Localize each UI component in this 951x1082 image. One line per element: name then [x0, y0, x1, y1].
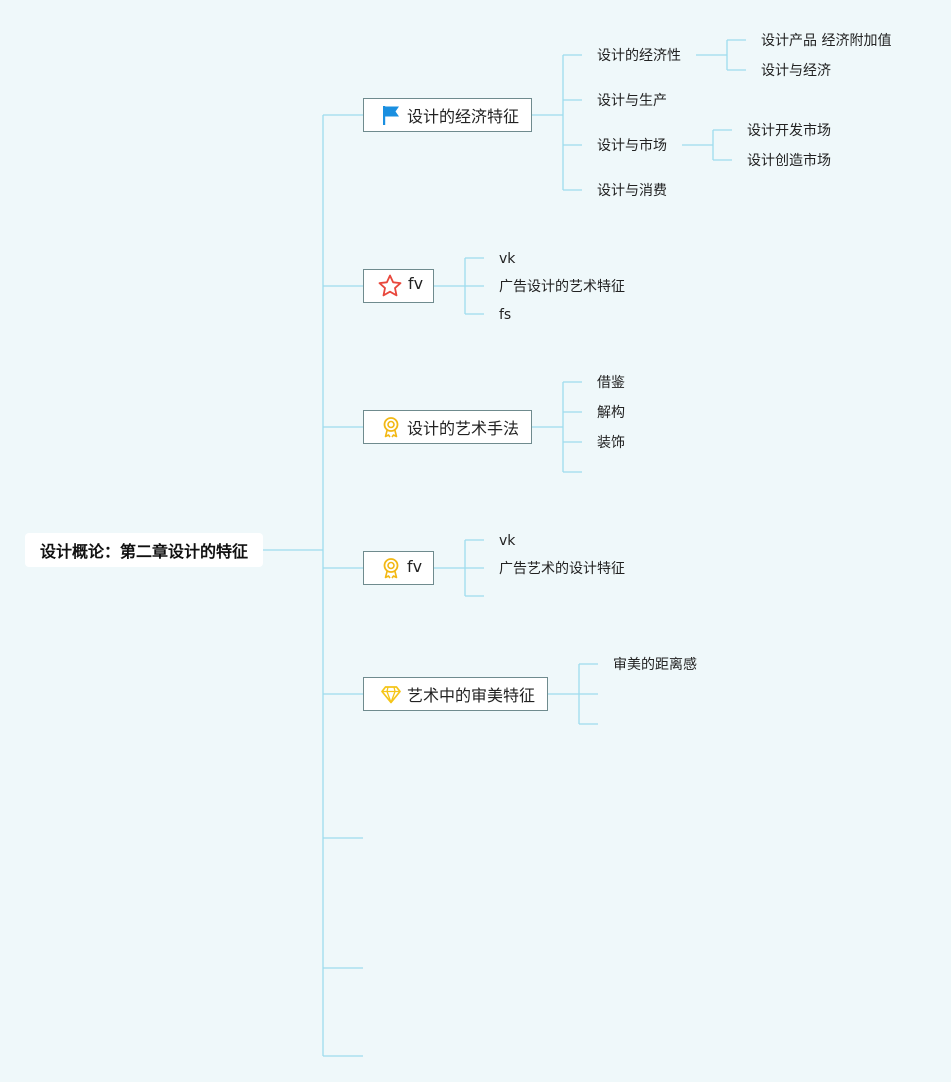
subtopic-ad-design-features[interactable]: 广告艺术的设计特征: [499, 561, 625, 577]
subtopic-consumption[interactable]: 设计与消费: [597, 183, 667, 199]
topic-aesthetic-features[interactable]: 艺术中的审美特征: [363, 677, 548, 711]
topic-label: fv: [408, 273, 424, 293]
subtopic-fs[interactable]: fs: [499, 307, 512, 323]
blue-flag-icon: [380, 104, 402, 126]
topic-fv-medal[interactable]: fv: [363, 551, 434, 585]
subtopic-vk[interactable]: vk: [499, 251, 516, 267]
subtopic-decorate[interactable]: 装饰: [597, 435, 625, 451]
topic-economic-features[interactable]: 设计的经济特征: [363, 98, 532, 132]
subtopic-ad-art-features[interactable]: 广告设计的艺术特征: [499, 279, 625, 295]
topic-label: 设计的经济特征: [407, 107, 520, 126]
subtopic-market[interactable]: 设计与市场: [597, 138, 667, 154]
subtopic-economy[interactable]: 设计的经济性: [597, 48, 681, 64]
red-star-icon: [377, 273, 403, 299]
subtopic-production[interactable]: 设计与生产: [597, 93, 667, 109]
topic-label: fv: [407, 556, 423, 576]
diamond-icon: [380, 683, 402, 705]
subtopic-create-market[interactable]: 设计创造市场: [747, 153, 831, 169]
subtopic-develop-market[interactable]: 设计开发市场: [747, 123, 831, 139]
subtopic-vk[interactable]: vk: [499, 533, 516, 549]
subtopic-aesthetic-distance[interactable]: 审美的距离感: [613, 657, 697, 673]
gold-medal-icon: [380, 416, 402, 438]
topic-art-techniques[interactable]: 设计的艺术手法: [363, 410, 532, 444]
topic-label: 艺术中的审美特征: [407, 686, 536, 705]
topic-fv-star[interactable]: fv: [363, 269, 434, 303]
subtopic-borrow[interactable]: 借鉴: [597, 375, 625, 391]
subtopic-design-economy[interactable]: 设计与经济: [761, 63, 831, 79]
subtopic-product-value[interactable]: 设计产品 经济附加值: [761, 33, 892, 49]
central-topic-label: 设计概论：第二章设计的特征: [39, 542, 248, 561]
topic-label: 设计的艺术手法: [407, 419, 520, 438]
gold-medal-icon: [380, 557, 402, 579]
central-topic[interactable]: 设计概论：第二章设计的特征: [25, 533, 263, 567]
subtopic-deconstruct[interactable]: 解构: [597, 405, 625, 421]
